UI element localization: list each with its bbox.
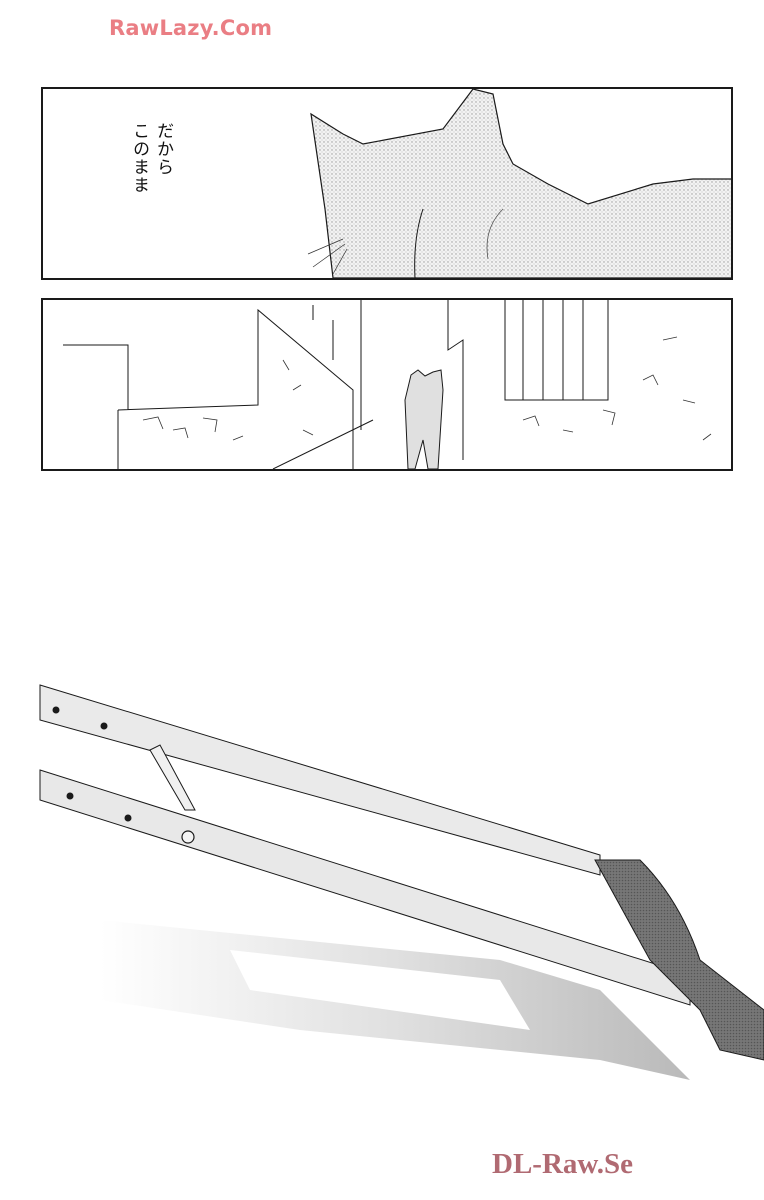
watermark-top: RawLazy.Com (109, 16, 273, 40)
cat-closeup-illustration (307, 89, 731, 278)
speech-line-1: だから (153, 122, 173, 176)
manga-panel-alley (41, 298, 733, 471)
wheelbarrow-handles-illustration (39, 684, 764, 1080)
watermark-bottom: DL-Raw.Se (492, 1148, 633, 1180)
manga-panel-cat-closeup: だから このまま (41, 87, 733, 280)
speech-text-dakara-konomama: だから このまま (127, 122, 175, 194)
alley-illustration (63, 300, 712, 469)
speech-line-2: このまま (129, 122, 149, 194)
